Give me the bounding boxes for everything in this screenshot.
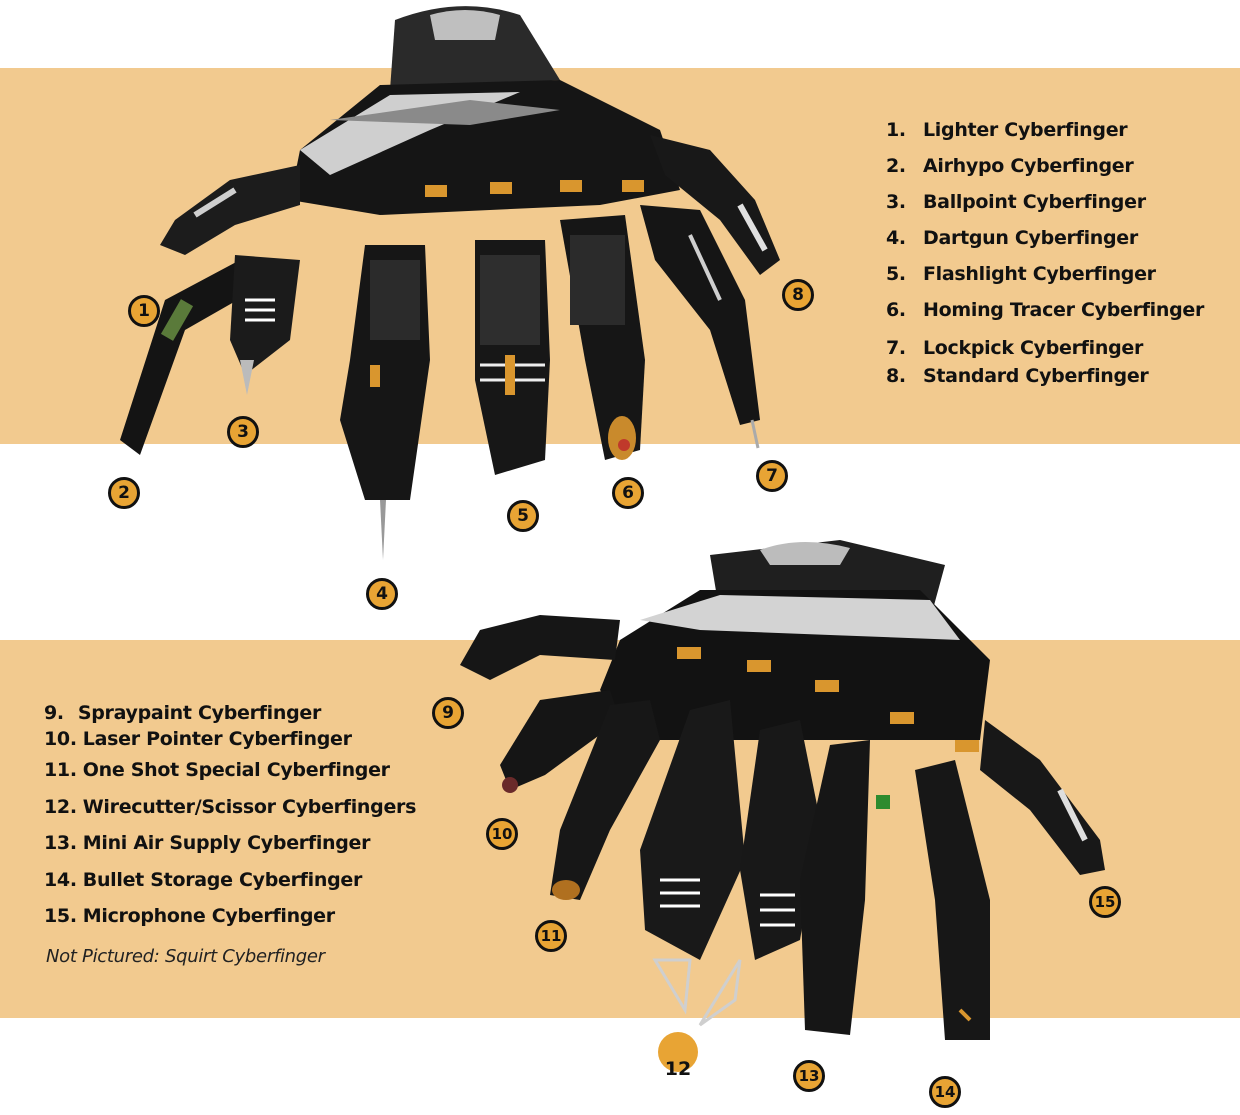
callout-badge-10: 10: [486, 818, 518, 850]
list-item: 13.Mini Air Supply Cyberfinger: [44, 832, 371, 854]
top-cyberhand-image: [120, 6, 780, 560]
list-item: 6.Homing Tracer Cyberfinger: [886, 299, 1205, 321]
list-item: 1.Lighter Cyberfinger: [886, 119, 1128, 141]
callout-badge-11: 11: [535, 920, 567, 952]
callout-badge-13: 13: [793, 1060, 825, 1092]
callout-badge-5: 5: [507, 500, 539, 532]
callout-badge-2: 2: [108, 477, 140, 509]
list-item: 3.Ballpoint Cyberfinger: [886, 191, 1146, 213]
list-item: 5.Flashlight Cyberfinger: [886, 263, 1156, 285]
callout-badge-15: 15: [1089, 886, 1121, 918]
list-item: 14.Bullet Storage Cyberfinger: [44, 868, 363, 891]
list-item: 15.Microphone Cyberfinger: [44, 905, 335, 927]
not-pictured-note: Not Pictured: Squirt Cyberfinger: [46, 946, 325, 967]
callout-badge-1: 1: [128, 295, 160, 327]
bottom-finger-list: 9.Spraypaint Cyberfinger 10.Laser Pointe…: [44, 700, 416, 935]
list-item: 10.Laser Pointer Cyberfinger: [44, 728, 352, 750]
page-number-dot: [658, 1032, 698, 1072]
callout-badge-14: 14: [929, 1076, 961, 1108]
list-item: 2.Airhypo Cyberfinger: [886, 155, 1134, 177]
callout-badge-6: 6: [612, 477, 644, 509]
list-item: 9.Spraypaint Cyberfinger: [44, 702, 322, 724]
list-item: 4.Dartgun Cyberfinger: [886, 227, 1138, 249]
bottom-cyberhand-image: [460, 540, 1105, 1040]
list-item: 11.One Shot Special Cyberfinger: [44, 759, 390, 781]
list-item: 7.Lockpick Cyberfinger: [886, 337, 1144, 359]
top-finger-list: 1.Lighter Cyberfinger 2.Airhypo Cyberfin…: [886, 112, 1204, 390]
callout-badge-7: 7: [756, 460, 788, 492]
callout-badge-3: 3: [227, 416, 259, 448]
callout-badge-4: 4: [366, 578, 398, 610]
callout-badge-9: 9: [432, 697, 464, 729]
list-item: 12.Wirecutter/Scissor Cyberfingers: [44, 795, 417, 818]
list-item: 8.Standard Cyberfinger: [886, 365, 1149, 387]
callout-badge-8: 8: [782, 279, 814, 311]
page-number: 12: [664, 1058, 692, 1080]
